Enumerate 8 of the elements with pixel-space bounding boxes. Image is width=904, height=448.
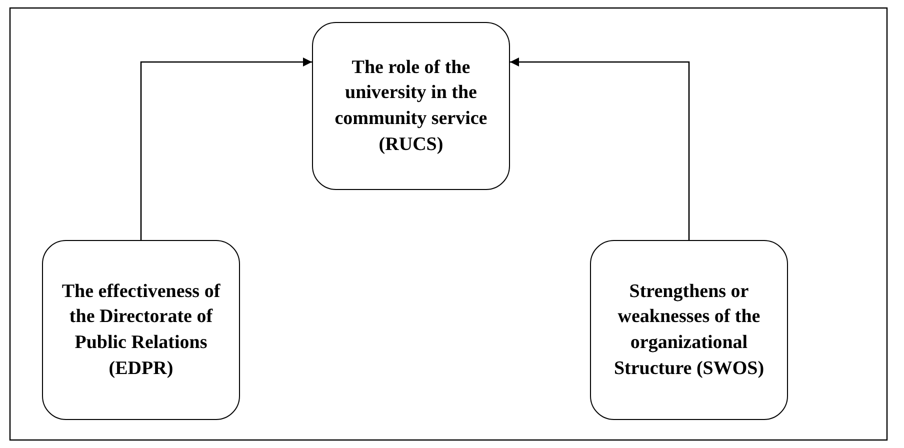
rounded-box <box>590 240 788 420</box>
node-label: Strengthens or weaknesses of the organizational Structure (SWOS) <box>612 280 766 381</box>
arrow <box>510 58 690 240</box>
rounded-box <box>312 22 510 190</box>
rounded-box <box>42 240 240 420</box>
node-label: The role of the university in the community service (RUCS) <box>334 56 488 157</box>
node-label: The effectiveness of the Directorate of Public Relations (EDPR) <box>60 280 222 381</box>
arrow <box>140 58 312 240</box>
